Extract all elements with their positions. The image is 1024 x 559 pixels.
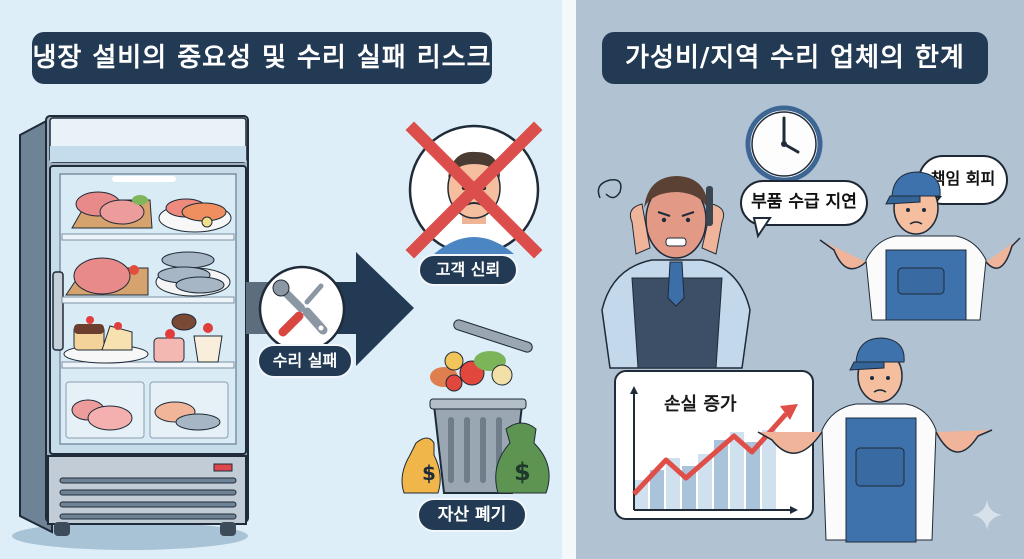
right-panel-title: 가성비/지역 수리 업체의 한계: [602, 32, 988, 84]
customer-trust-label: 고객 신뢰: [418, 254, 518, 286]
parts-delay-bubble-tail: [752, 217, 772, 239]
svg-text:$: $: [514, 458, 531, 486]
left-panel-title: 냉장 설비의 중요성 및 수리 실패 리스크: [32, 32, 492, 84]
shrugging-technician-illustration-2: [757, 337, 993, 543]
refrigerator-illustration: [12, 115, 249, 550]
frustrated-manager-on-phone-illustration: [597, 176, 751, 369]
sad-customer-crossed-icon: [405, 121, 543, 259]
loss-increase-chart-title: 손실 증가: [664, 394, 737, 415]
right-panel: 가성비/지역 수리 업체의 한계 부품 수급 지연 책임 회피: [576, 0, 1024, 559]
shrugging-technician-illustration: [819, 171, 1021, 321]
loss-increase-chart: [630, 386, 798, 514]
repair-failure-label: 수리 실패: [257, 344, 353, 378]
broken-tools-icon: [258, 265, 346, 353]
trash-can-with-food-and-money-icon: $ $: [401, 319, 550, 494]
sparkle-icon: [972, 500, 1002, 530]
left-panel: 냉장 설비의 중요성 및 수리 실패 리스크: [0, 0, 562, 559]
dollar-sign: $: [422, 461, 436, 485]
asset-disposal-label: 자산 폐기: [417, 498, 527, 532]
clock-icon: [745, 105, 823, 183]
parts-delay-speech-bubble: 부품 수급 지연: [740, 180, 868, 226]
panel-divider: [562, 0, 576, 559]
